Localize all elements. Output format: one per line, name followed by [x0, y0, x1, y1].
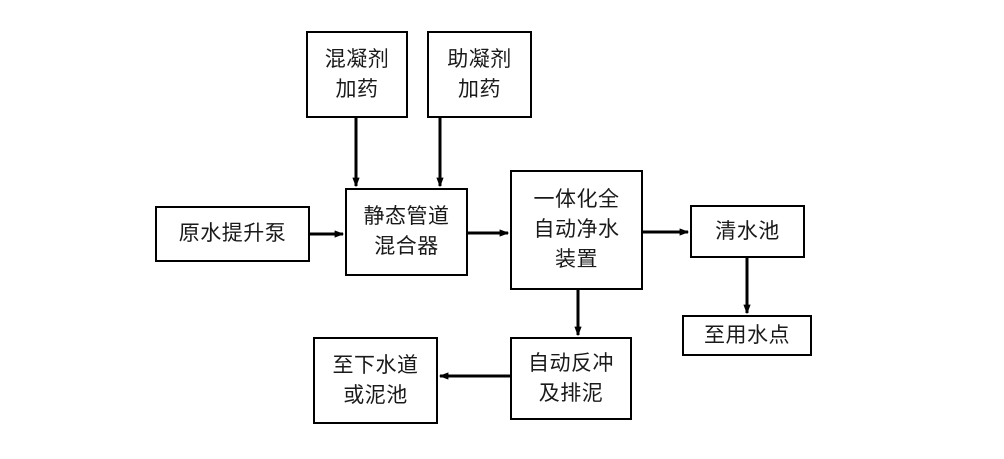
node-sewer-sludge-pit[interactable]: 至下水道 或泥池	[313, 337, 438, 424]
node-water-use-point[interactable]: 至用水点	[682, 315, 812, 356]
node-coagulant-dosing[interactable]: 混凝剂 加药	[306, 31, 408, 118]
node-flocculant-dosing[interactable]: 助凝剂 加药	[427, 31, 532, 118]
node-backwash-sludge[interactable]: 自动反冲 及排泥	[510, 337, 632, 420]
node-clear-water-tank[interactable]: 清水池	[690, 205, 805, 258]
node-static-mixer[interactable]: 静态管道 混合器	[345, 188, 468, 276]
node-raw-water-pump[interactable]: 原水提升泵	[155, 206, 310, 262]
node-purification-unit[interactable]: 一体化全 自动净水 装置	[510, 170, 643, 290]
